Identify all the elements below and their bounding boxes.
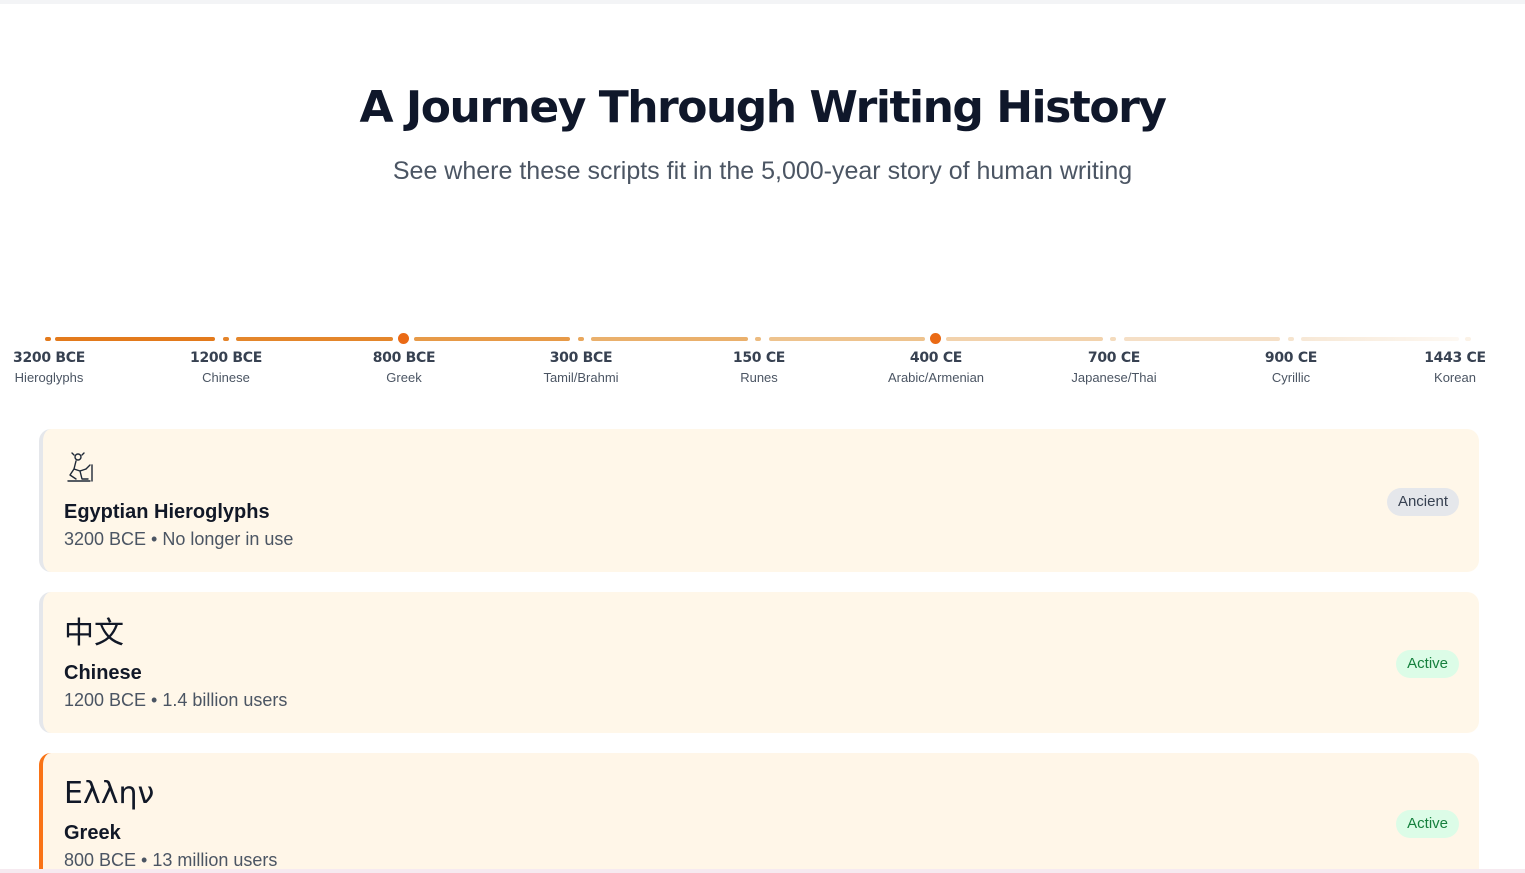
timeline-point[interactable]: 1200 BCE Chinese bbox=[156, 349, 296, 387]
timeline-year: 3200 BCE bbox=[13, 350, 85, 366]
timeline-year: 150 CE bbox=[732, 350, 786, 366]
timeline-marker-active[interactable] bbox=[398, 333, 409, 344]
timeline-script-name: Hieroglyphs bbox=[14, 370, 84, 385]
bottom-strip bbox=[0, 869, 1525, 873]
timeline-year: 900 CE bbox=[1264, 350, 1318, 366]
timeline-marker[interactable] bbox=[1288, 337, 1294, 341]
script-sample: Ελλην bbox=[64, 776, 155, 811]
timeline-year: 400 CE bbox=[909, 350, 963, 366]
timeline-marker[interactable] bbox=[223, 337, 229, 341]
script-card-egyptian-hieroglyphs[interactable]: Egyptian Hieroglyphs 3200 BCE • No longe… bbox=[39, 429, 1479, 572]
status-badge: Active bbox=[1396, 650, 1459, 678]
timeline-segment bbox=[769, 337, 925, 341]
script-meta: 3200 BCE • No longer in use bbox=[64, 529, 294, 549]
status-badge: Active bbox=[1396, 810, 1459, 838]
script-title: Greek bbox=[64, 822, 121, 844]
timeline-segment bbox=[1301, 337, 1459, 341]
hieroglyph-seated-figure-icon bbox=[64, 451, 96, 498]
script-title: Chinese bbox=[64, 662, 142, 684]
top-strip bbox=[0, 0, 1525, 4]
timeline-point[interactable]: 900 CE Cyrillic bbox=[1221, 349, 1361, 387]
script-sample: 中文 bbox=[64, 616, 124, 651]
timeline-point[interactable]: 150 CE Runes bbox=[689, 349, 829, 387]
timeline-segment bbox=[236, 337, 393, 341]
timeline-script-name: Korean bbox=[1434, 370, 1476, 385]
writing-timeline: 3200 BCE Hieroglyphs 1200 BCE Chinese 80… bbox=[0, 320, 1525, 400]
timeline-point[interactable]: 1443 CE Korean bbox=[1385, 349, 1525, 387]
script-meta: 800 BCE • 13 million users bbox=[64, 850, 278, 870]
timeline-year: 700 CE bbox=[1087, 350, 1141, 366]
timeline-marker[interactable] bbox=[1465, 337, 1471, 341]
script-title: Egyptian Hieroglyphs bbox=[64, 501, 270, 523]
timeline-segment bbox=[1124, 337, 1280, 341]
timeline-segment bbox=[414, 337, 570, 341]
timeline-year: 300 BCE bbox=[549, 350, 613, 366]
timeline-segment bbox=[946, 337, 1103, 341]
timeline-year: 1200 BCE bbox=[190, 350, 262, 366]
timeline-script-name: Cyrillic bbox=[1271, 370, 1311, 385]
timeline-script-name: Runes bbox=[740, 370, 778, 385]
script-meta: 1200 BCE • 1.4 billion users bbox=[64, 690, 288, 710]
timeline-year: 1443 CE bbox=[1424, 350, 1486, 366]
timeline-script-name: Chinese bbox=[202, 370, 250, 385]
page-subtitle: See where these scripts fit in the 5,000… bbox=[392, 157, 1133, 185]
status-badge: Ancient bbox=[1386, 488, 1459, 516]
timeline-point[interactable]: 300 BCE Tamil/Brahmi bbox=[511, 349, 651, 387]
script-card-greek[interactable]: Ελλην Greek 800 BCE • 13 million users A… bbox=[39, 753, 1479, 870]
timeline-script-name: Arabic/Armenian bbox=[887, 370, 985, 385]
timeline-script-name: Japanese/Thai bbox=[1071, 370, 1157, 385]
timeline-point[interactable]: 400 CE Arabic/Armenian bbox=[866, 349, 1006, 387]
timeline-segment bbox=[591, 337, 748, 341]
page-title: A Journey Through Writing History bbox=[359, 82, 1167, 133]
timeline-script-name: Tamil/Brahmi bbox=[543, 370, 619, 385]
timeline-script-name: Greek bbox=[386, 370, 422, 385]
timeline-point[interactable]: 800 BCE Greek bbox=[334, 349, 474, 387]
timeline-marker[interactable] bbox=[578, 337, 584, 341]
timeline-segment bbox=[55, 337, 215, 341]
timeline-point[interactable]: 3200 BCE Hieroglyphs bbox=[0, 349, 119, 387]
timeline-point[interactable]: 700 CE Japanese/Thai bbox=[1044, 349, 1184, 387]
timeline-marker-active[interactable] bbox=[930, 333, 941, 344]
timeline-marker[interactable] bbox=[45, 337, 51, 341]
script-card-chinese[interactable]: 中文 Chinese 1200 BCE • 1.4 billion users … bbox=[39, 592, 1479, 733]
timeline-marker[interactable] bbox=[1110, 337, 1116, 341]
timeline-marker[interactable] bbox=[755, 337, 761, 341]
timeline-year: 800 BCE bbox=[372, 350, 436, 366]
